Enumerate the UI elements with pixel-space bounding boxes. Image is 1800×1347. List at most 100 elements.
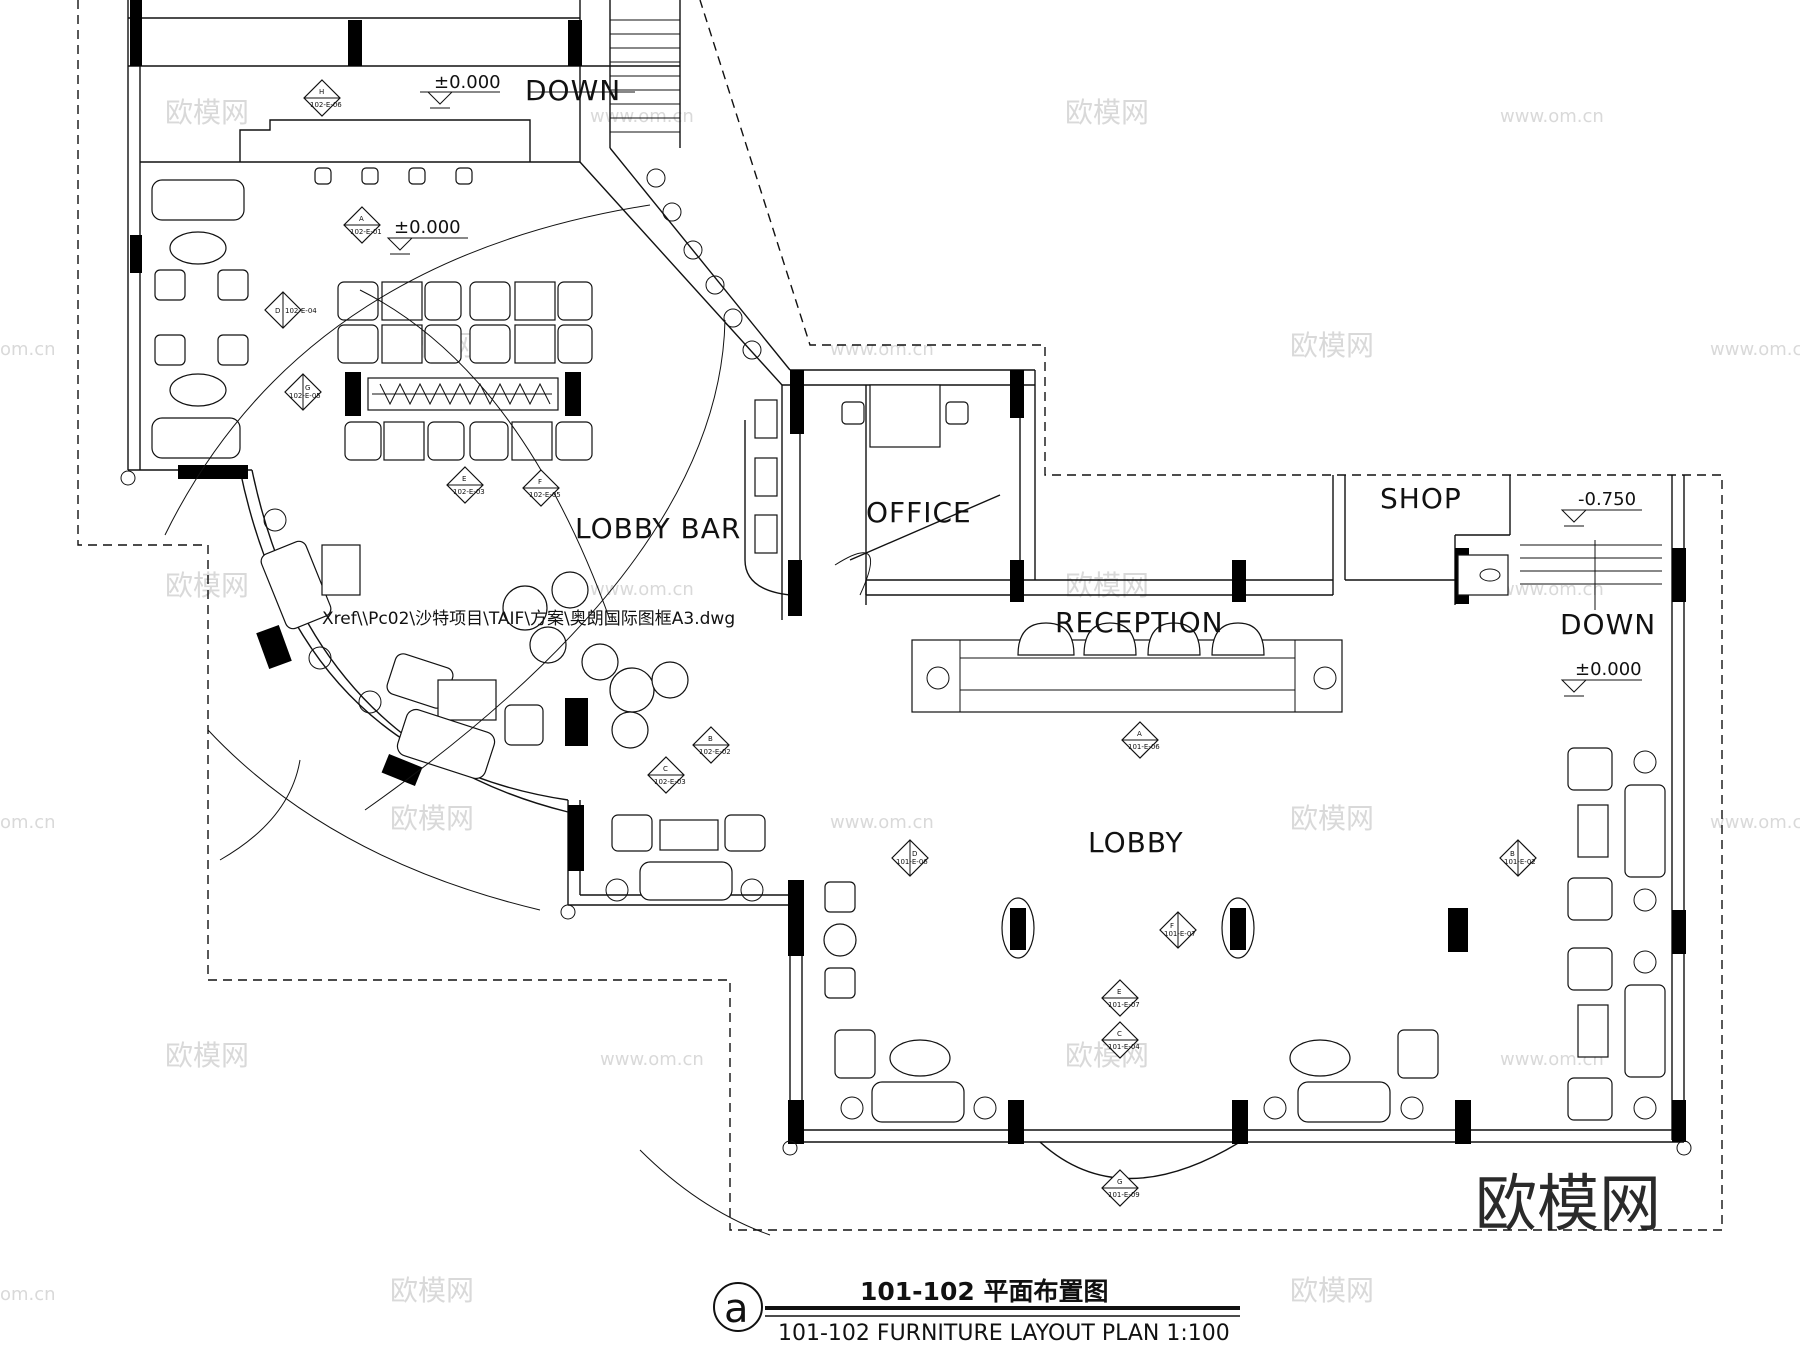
coffee-table [169, 231, 227, 265]
coffee-table [889, 1039, 951, 1077]
svg-text:101-E-06: 101-E-06 [896, 858, 928, 866]
office-chair [841, 401, 865, 425]
sofa [260, 540, 332, 630]
round-table [609, 667, 655, 713]
watermark-short: om.cn [0, 1284, 56, 1305]
lamp-icon [662, 202, 682, 222]
column [130, 0, 142, 66]
coffee-table [437, 679, 497, 721]
title-block: a 101-102 平面布置图 101-102 FURNITURE LAYOUT… [713, 1277, 1240, 1346]
svg-text:A: A [359, 215, 364, 223]
svg-text:101-E-07: 101-E-07 [1108, 1001, 1140, 1009]
column [790, 370, 804, 434]
floor-lamps [263, 168, 1657, 1120]
watermark-url: www.om.cn [1500, 106, 1604, 127]
round-table [502, 585, 548, 631]
lamp-icon [358, 690, 382, 714]
svg-text:E: E [1117, 988, 1121, 996]
svg-text:C: C [663, 765, 668, 773]
column [568, 805, 584, 871]
level-markers: ±0.000 ±0.000 -0.750 ±0.000 [386, 72, 1642, 697]
svg-text:-0.750: -0.750 [1578, 489, 1636, 510]
svg-text:F: F [1170, 922, 1174, 930]
column [788, 560, 802, 616]
column [178, 465, 248, 479]
column [1010, 370, 1024, 418]
lamp-icon [1633, 950, 1657, 974]
room-label-lobby: LOBBY [1088, 826, 1184, 859]
lamp-icon [308, 646, 332, 670]
svg-text:G: G [1117, 1178, 1122, 1186]
lamp-icon [926, 666, 950, 690]
sofa [151, 179, 245, 221]
office-desk [869, 384, 941, 448]
column [1232, 560, 1246, 602]
column [348, 20, 362, 66]
section-marker: F 101-E-07 [1159, 911, 1197, 949]
section-marker: G 101-E-09 [1101, 1169, 1140, 1207]
section-marker: E 101-E-07 [1101, 979, 1140, 1017]
coffee-table [1577, 804, 1609, 858]
reception-stool [1147, 622, 1201, 656]
svg-text:G: G [305, 384, 310, 392]
section-marker: H 102-E-06 [303, 79, 342, 117]
bar-stool [408, 167, 426, 185]
armchair [154, 269, 186, 301]
svg-text:101-E-07: 101-E-07 [1164, 930, 1196, 938]
column [1455, 1100, 1471, 1144]
svg-text:101-E-04: 101-E-04 [1108, 1043, 1140, 1051]
watermark-layer: 欧模网 www.om.cn 欧模网 www.om.cn om.cn 欧模网 ww… [0, 96, 1800, 1307]
sofa [151, 417, 241, 459]
furniture [120, 167, 1692, 1156]
level-marker: ±0.000 [386, 217, 468, 255]
svg-text:102-E-02: 102-E-02 [699, 748, 731, 756]
svg-text:B: B [708, 735, 713, 743]
sofa [1297, 1081, 1391, 1123]
column [256, 625, 292, 669]
armchair [1567, 747, 1613, 791]
armchair [724, 814, 766, 852]
svg-text:102-E-03: 102-E-03 [453, 488, 485, 496]
svg-text:102-E-01: 102-E-01 [350, 228, 382, 236]
lamp-icon [1313, 666, 1337, 690]
lounge-chair [344, 421, 382, 461]
office-chair [945, 401, 969, 425]
svg-text:A: A [1137, 730, 1142, 738]
watermark-brand: 欧模网 [390, 1274, 474, 1307]
bar-table [383, 421, 425, 461]
section-marker: E 102-E-03 [446, 466, 485, 504]
armchair [217, 269, 249, 301]
chair [611, 711, 649, 749]
watermark-brand: 欧模网 [1065, 569, 1149, 602]
bar-table [381, 281, 423, 321]
column [788, 880, 804, 956]
stair-label-top: DOWN [525, 74, 621, 107]
lamp-icon [1633, 888, 1657, 912]
section-marker: C 102-E-03 [647, 756, 686, 794]
chair [651, 661, 689, 699]
svg-text:±0.000: ±0.000 [434, 72, 501, 93]
watermark-url: www.om.cn [1710, 339, 1800, 360]
coffee-table [321, 544, 361, 596]
bar-stool [455, 167, 473, 185]
coffee-table [1577, 1004, 1609, 1058]
coffee-table [169, 373, 227, 407]
title-english: 101-102 FURNITURE LAYOUT PLAN 1:100 [778, 1321, 1230, 1346]
lamp-icon [1633, 750, 1657, 774]
lamp-icon [646, 168, 666, 188]
planter [1230, 908, 1246, 950]
room-label-reception: RECEPTION [1055, 606, 1224, 639]
lounge-chair [555, 421, 593, 461]
drawing-badge-circle [713, 1282, 763, 1332]
section-marker: G 102-E-05 [284, 373, 322, 411]
watermark-brand: 欧模网 [165, 569, 249, 602]
column [568, 20, 582, 66]
room-label-lobby-bar: LOBBY BAR [575, 512, 741, 545]
stair-label-right: DOWN [1560, 608, 1656, 641]
bar-table [381, 324, 423, 364]
sofa [1624, 784, 1666, 878]
lounge-chair [557, 281, 593, 321]
lounge-chair [337, 324, 379, 364]
lounge-chair [469, 324, 511, 364]
section-marker: A 101-E-06 [1121, 721, 1160, 759]
